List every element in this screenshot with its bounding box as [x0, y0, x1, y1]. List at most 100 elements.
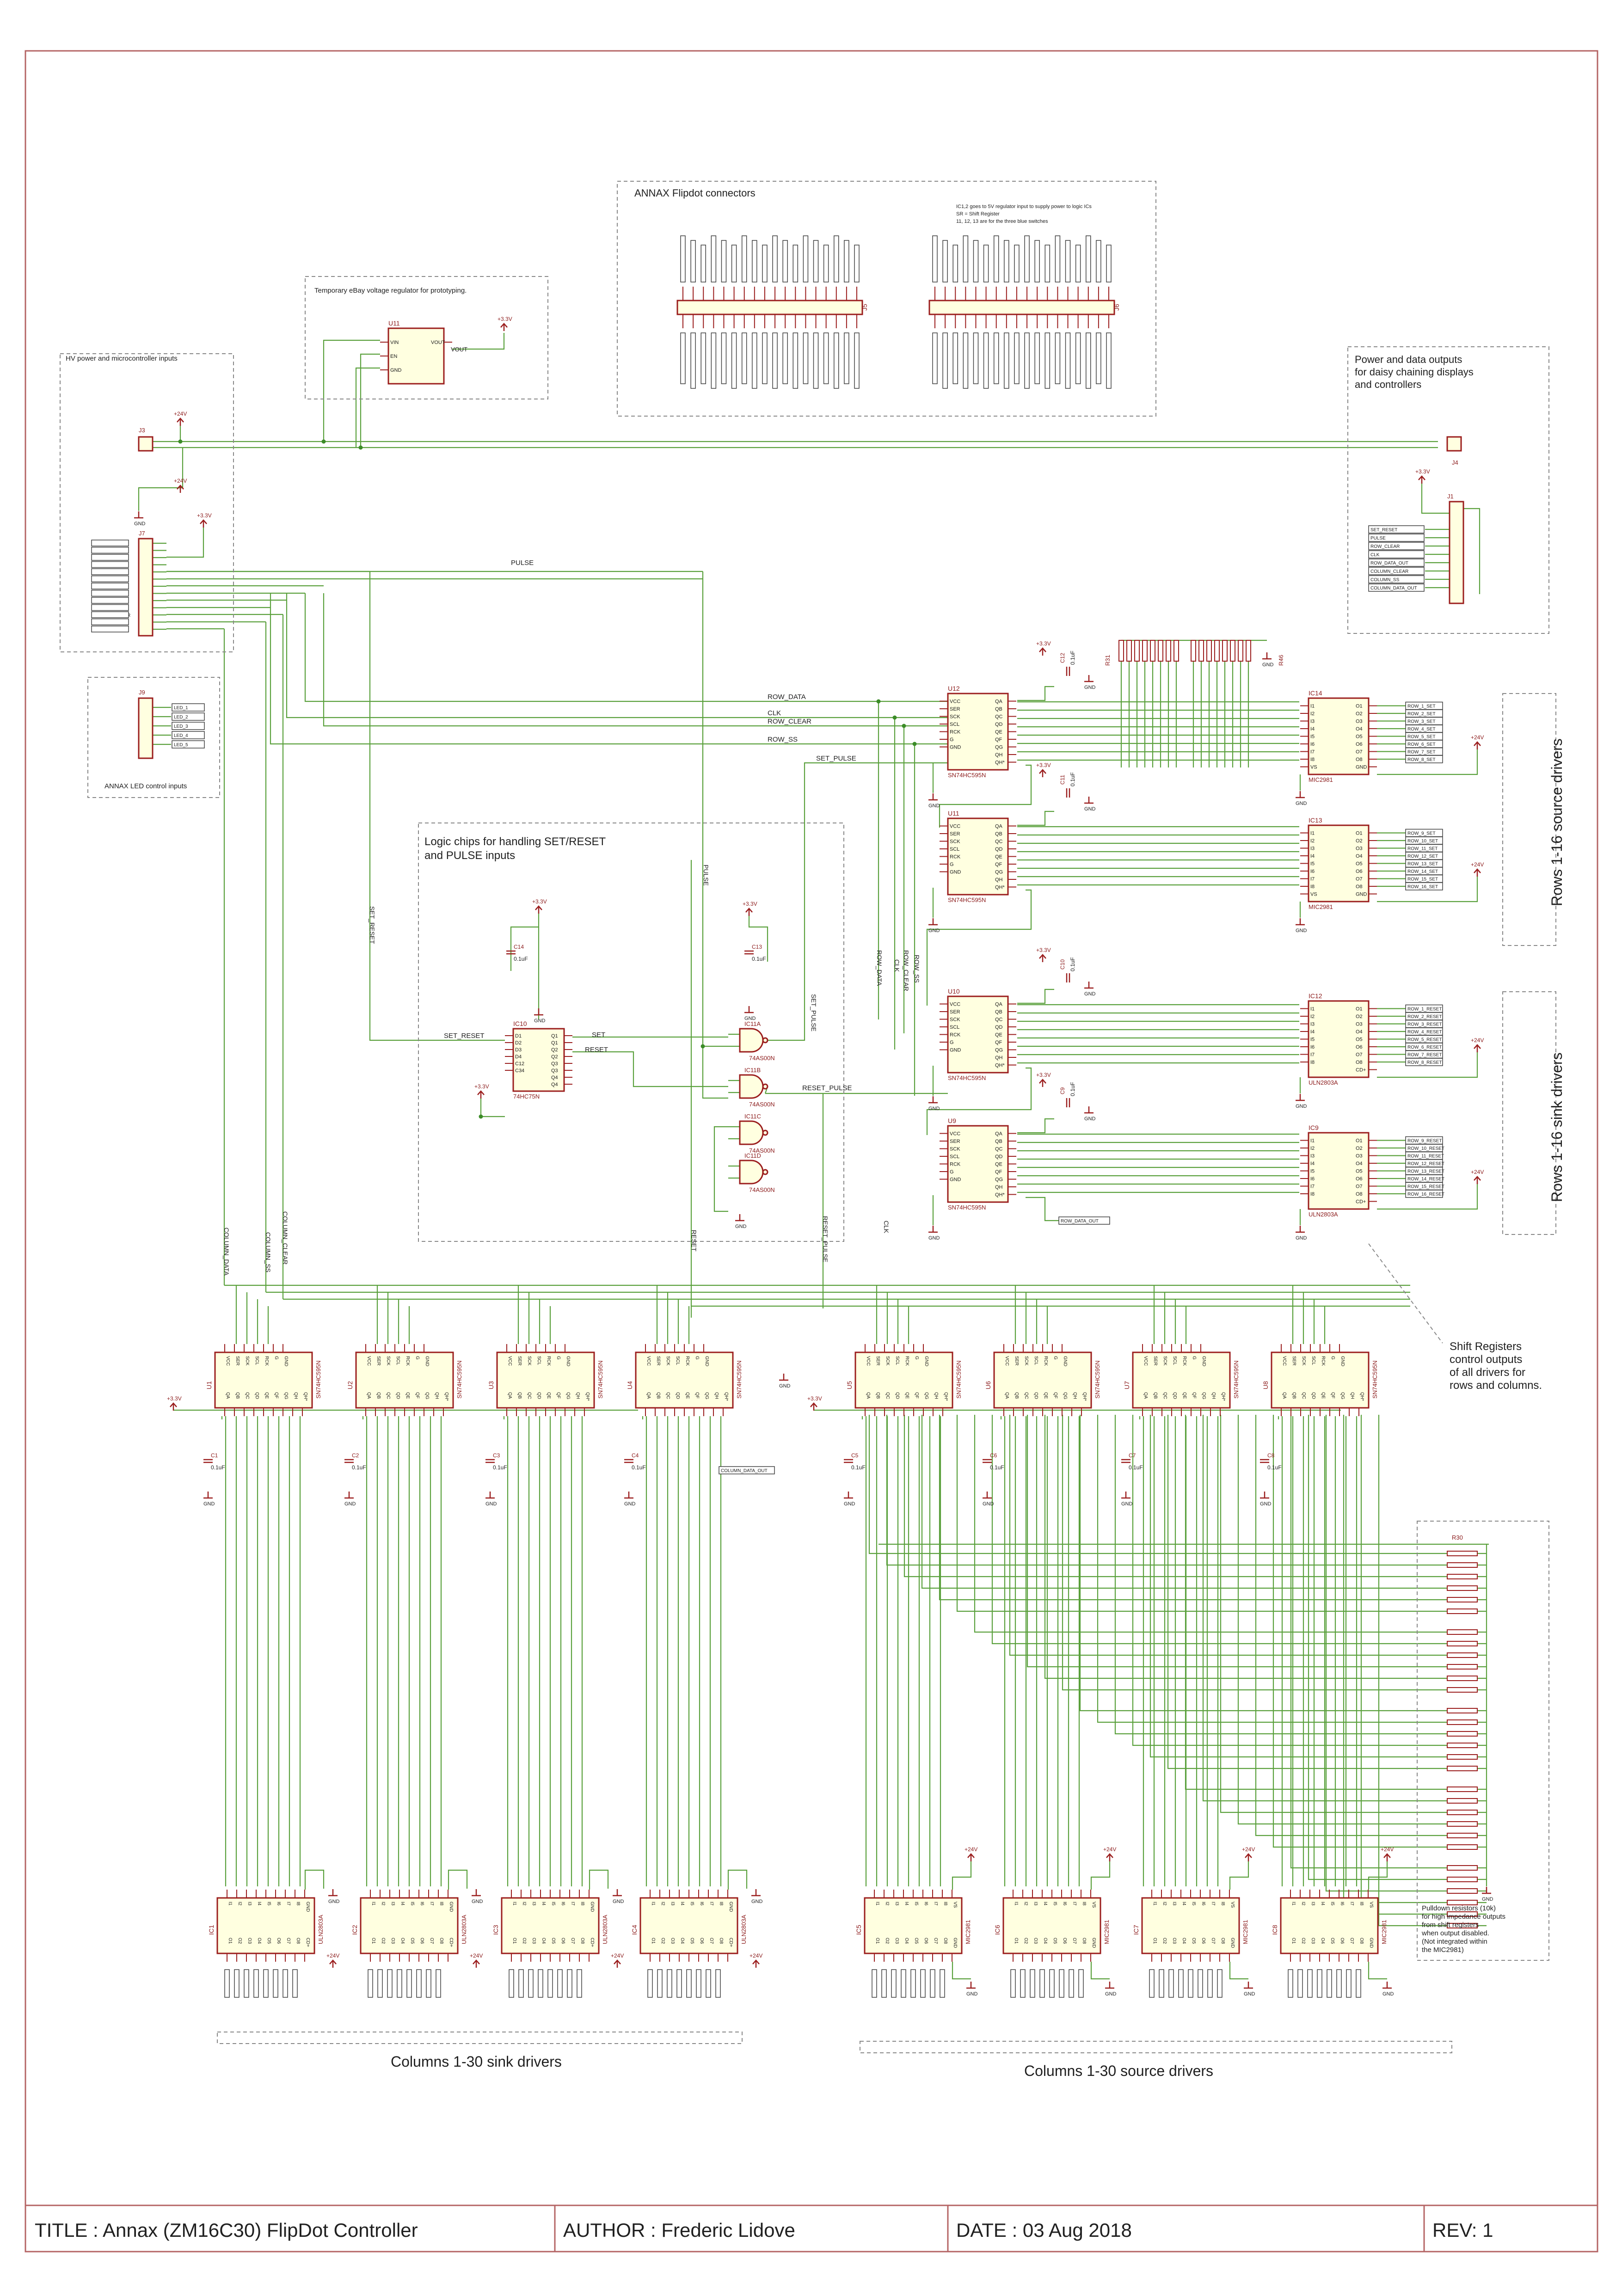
capacitor: C20.1uF [344, 1452, 366, 1471]
power-arrow [1039, 769, 1046, 774]
connector-j1: J1 [1447, 493, 1464, 604]
pin-name: O1 [1014, 1938, 1019, 1944]
ic-type: ULN2803A [602, 1915, 608, 1944]
box-rows-source [1502, 693, 1556, 946]
resistor-col-pulldown [1447, 1865, 1478, 1871]
power-symbol: +3.3V [1415, 468, 1430, 484]
pin-name: GND [305, 1902, 310, 1912]
net-columnss-v: COLUMN_SS [264, 1232, 272, 1272]
driver-output-label [696, 1969, 701, 1998]
pin-name: O2 [1023, 1938, 1028, 1944]
power-arrow [1106, 1853, 1113, 1858]
connector-j3: J3 [138, 427, 154, 452]
pin-name: GND [590, 1902, 595, 1912]
power-symbol: +3.3V [1036, 1072, 1051, 1087]
connector-label [1106, 245, 1112, 282]
driver-output-label [387, 1969, 393, 1998]
pin-name: QH [995, 877, 1003, 883]
wire-pulldown-col [1044, 1415, 1447, 1679]
pin-name: O2 [1162, 1938, 1167, 1944]
pin-name: I5 [1310, 861, 1315, 867]
pin-name: G [1053, 1356, 1058, 1360]
gate-type: 74AS00N [749, 1186, 775, 1193]
pin-name: QG [424, 1392, 430, 1400]
power-symbol: +24V [1471, 861, 1484, 877]
ground-symbol: GND [844, 1492, 855, 1507]
driver-output-label [657, 1969, 663, 1998]
wire-set-reset [369, 571, 505, 1041]
ic-ref: IC8 [1271, 1925, 1278, 1935]
pin-name: O4 [1043, 1938, 1048, 1944]
pin-name: G [950, 862, 954, 867]
pin-name: I2 [1310, 1014, 1315, 1019]
pin-name: QE [264, 1392, 269, 1399]
pin-name: O1 [1152, 1938, 1157, 1944]
global-label-text: ROW_16_SET [1407, 884, 1438, 890]
ic-ref: U2 [346, 1381, 354, 1389]
connector-label [942, 332, 948, 389]
ground-label: GND [779, 1383, 791, 1389]
gate-bubble [762, 1169, 768, 1175]
pin-name: RCK [546, 1356, 551, 1366]
pin-name: RCK [950, 1032, 961, 1038]
wire-pulldown-col [903, 1415, 1447, 1578]
connector-label [1024, 235, 1030, 282]
pin-name: QH* [1359, 1392, 1364, 1401]
ground-label: GND [134, 521, 146, 527]
power-label: +24V [326, 1952, 339, 1959]
ground-symbol: GND [1296, 1094, 1307, 1109]
pin-name: O4 [680, 1938, 685, 1944]
j7-label-box [91, 626, 129, 632]
ground-symbol: GND [1084, 982, 1096, 997]
wire-drv-gnd [1229, 1962, 1248, 1980]
ic-u11: U11SN74HC595NVCCSERSCKSCLRCKGGNDQAQBQCQD… [940, 810, 1016, 903]
pin-name: SER [950, 1009, 960, 1015]
pin-name: I1 [1310, 831, 1315, 836]
ic-ic12: IC12ULN2803AI1I2I3I4I5I6I7I8O1O2O3O4O5O6… [1300, 992, 1377, 1086]
wire-pulldown-col [1255, 1415, 1447, 1836]
driver-output-label [891, 1969, 897, 1998]
power-label: +24V [174, 411, 187, 417]
resistor-col-pulldown [1447, 1821, 1478, 1827]
connector-label [823, 245, 829, 282]
connector-ref: J4 [1452, 459, 1458, 466]
ground-label: GND [928, 1106, 940, 1111]
pin-name: I6 [419, 1902, 424, 1906]
pin-name: QA [995, 1002, 1003, 1007]
gate-bubble [762, 1037, 768, 1044]
connector-label [844, 240, 849, 282]
wire-gnd [355, 367, 380, 448]
connector-ref: J6 [1113, 304, 1120, 311]
pin-name: I6 [1310, 1176, 1315, 1182]
pin-name: QH [1072, 1392, 1077, 1399]
connector-ref: J5 [861, 304, 868, 311]
pin-name: I8 [295, 1902, 301, 1906]
pin-name: QD [895, 1392, 900, 1399]
j7-label-box [91, 561, 129, 568]
connector-label [973, 240, 979, 282]
ic-type: MIC2981 [1309, 903, 1333, 910]
ic-body [1141, 1897, 1240, 1954]
pin-name: GND [283, 1356, 289, 1366]
wire-drv-vs [1090, 1861, 1111, 1890]
box-cols-source [860, 2041, 1452, 2053]
pin-name: QC [1024, 1392, 1029, 1399]
net-set: SET [592, 1031, 605, 1039]
resistor-row-pulldown [1206, 640, 1212, 662]
pin-name: I3 [1310, 1022, 1315, 1027]
pin-name: I7 [1349, 1902, 1354, 1906]
annax-note-3: 11, 12, 13 are for the three blue switch… [956, 219, 1048, 224]
ic-body [854, 1351, 953, 1409]
ground-label: GND [1105, 1991, 1117, 1997]
cap-value: 0.1uF [1069, 1082, 1076, 1096]
ic-ic9: IC9ULN2803AI1I2I3I4I5I6I7I8O1O2O3O4O5O6O… [1300, 1124, 1377, 1218]
pin-name: O5 [1191, 1938, 1196, 1944]
pin-name: D2 [515, 1040, 522, 1046]
ic-ref: U9 [948, 1117, 956, 1124]
ic-ref: U4 [626, 1381, 633, 1389]
pulldown-note-2: for high impedance outputs [1422, 1913, 1505, 1921]
global-label-box [172, 722, 205, 730]
pin-name: I2 [237, 1902, 242, 1906]
pin-name: QB [1291, 1392, 1296, 1399]
